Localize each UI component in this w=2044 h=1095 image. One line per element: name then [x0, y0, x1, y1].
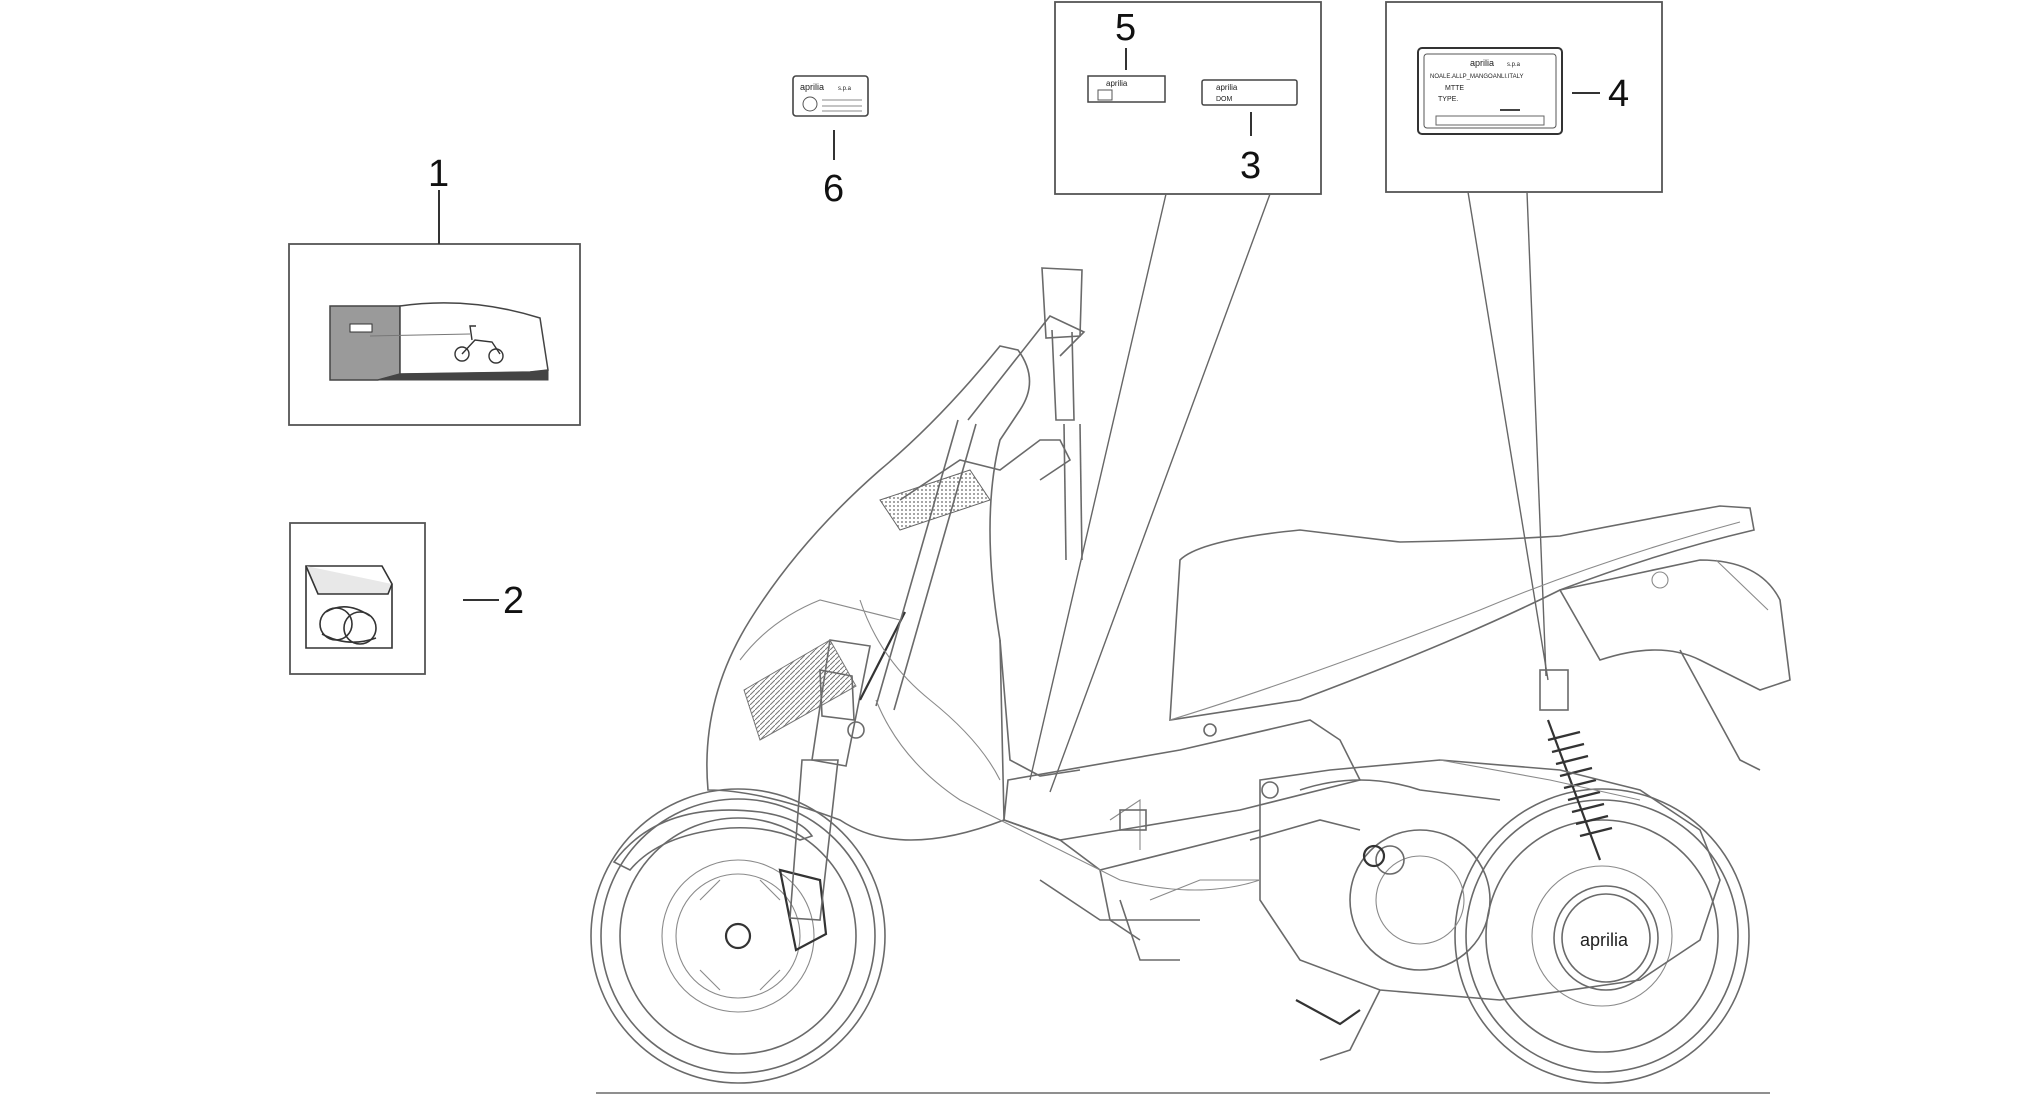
front-fork: [789, 419, 977, 921]
document-envelope-icon: [305, 565, 393, 649]
engine-unit: aprilia: [1249, 759, 1721, 1061]
label-3-dom: DOM: [1216, 96, 1233, 103]
seat: [1169, 505, 1755, 721]
labels-3-5-group: 5 aprilia aprilia DOM 3: [1054, 1, 1322, 195]
document-envelope-box: [289, 522, 426, 675]
label-5-brand: aprilia: [1106, 79, 1128, 88]
location-leader-lines: [1029, 191, 1549, 793]
front-wheel: [590, 788, 886, 1084]
callout-3: 3: [1240, 145, 1261, 187]
cables: [875, 699, 1261, 891]
label-3-brand: aprilia: [1216, 83, 1238, 92]
label-4-type: TYPE.: [1438, 96, 1458, 103]
front-shield: [706, 345, 1031, 841]
floorboard: [1003, 719, 1362, 841]
side-stripes: [743, 639, 857, 741]
label-4-spa: s.p.a: [1507, 62, 1521, 68]
rear-wheel: [1454, 788, 1750, 1084]
front-grille: [879, 469, 991, 531]
callout-6: 6: [823, 168, 844, 210]
owners-manual-box: [288, 243, 581, 426]
owners-manual-group: 1: [288, 153, 581, 426]
labels-3-5-box: [1054, 1, 1322, 195]
rear-shock: [1539, 669, 1613, 861]
label-6-group: aprilia s.p.a 6: [792, 75, 869, 210]
handlebar: [967, 267, 1086, 561]
label-6-spa: s.p.a: [838, 86, 852, 92]
callout-2: 2: [503, 580, 524, 622]
engine-cover-logo: aprilia: [1580, 930, 1629, 950]
tail-section: [1558, 559, 1791, 691]
label-6-circle: [802, 96, 818, 112]
label-6-brand: aprilia: [800, 82, 824, 92]
owners-manual-icon: [329, 302, 549, 381]
label-4-address: NOALE.ALLP_MANGOANLI.ITALY: [1430, 74, 1523, 80]
front-mudguard: [612, 809, 814, 871]
label-4-box: [1385, 1, 1663, 193]
label-4-brand: aprilia: [1470, 58, 1494, 68]
label-3: [1201, 79, 1298, 106]
label-5: [1087, 75, 1166, 103]
scooter-drawing: aprilia: [590, 267, 1791, 1094]
callout-5: 5: [1115, 7, 1136, 49]
callout-1: 1: [428, 153, 449, 195]
label-4-group: aprilia s.p.a NOALE.ALLP_MANGOANLI.ITALY…: [1385, 1, 1663, 193]
label-4: [1417, 47, 1563, 135]
label-4-mtte: MTTE: [1445, 85, 1464, 92]
frame: [1003, 723, 1386, 961]
document-envelope-group: 2: [289, 522, 524, 675]
callout-4: 4: [1608, 73, 1629, 115]
